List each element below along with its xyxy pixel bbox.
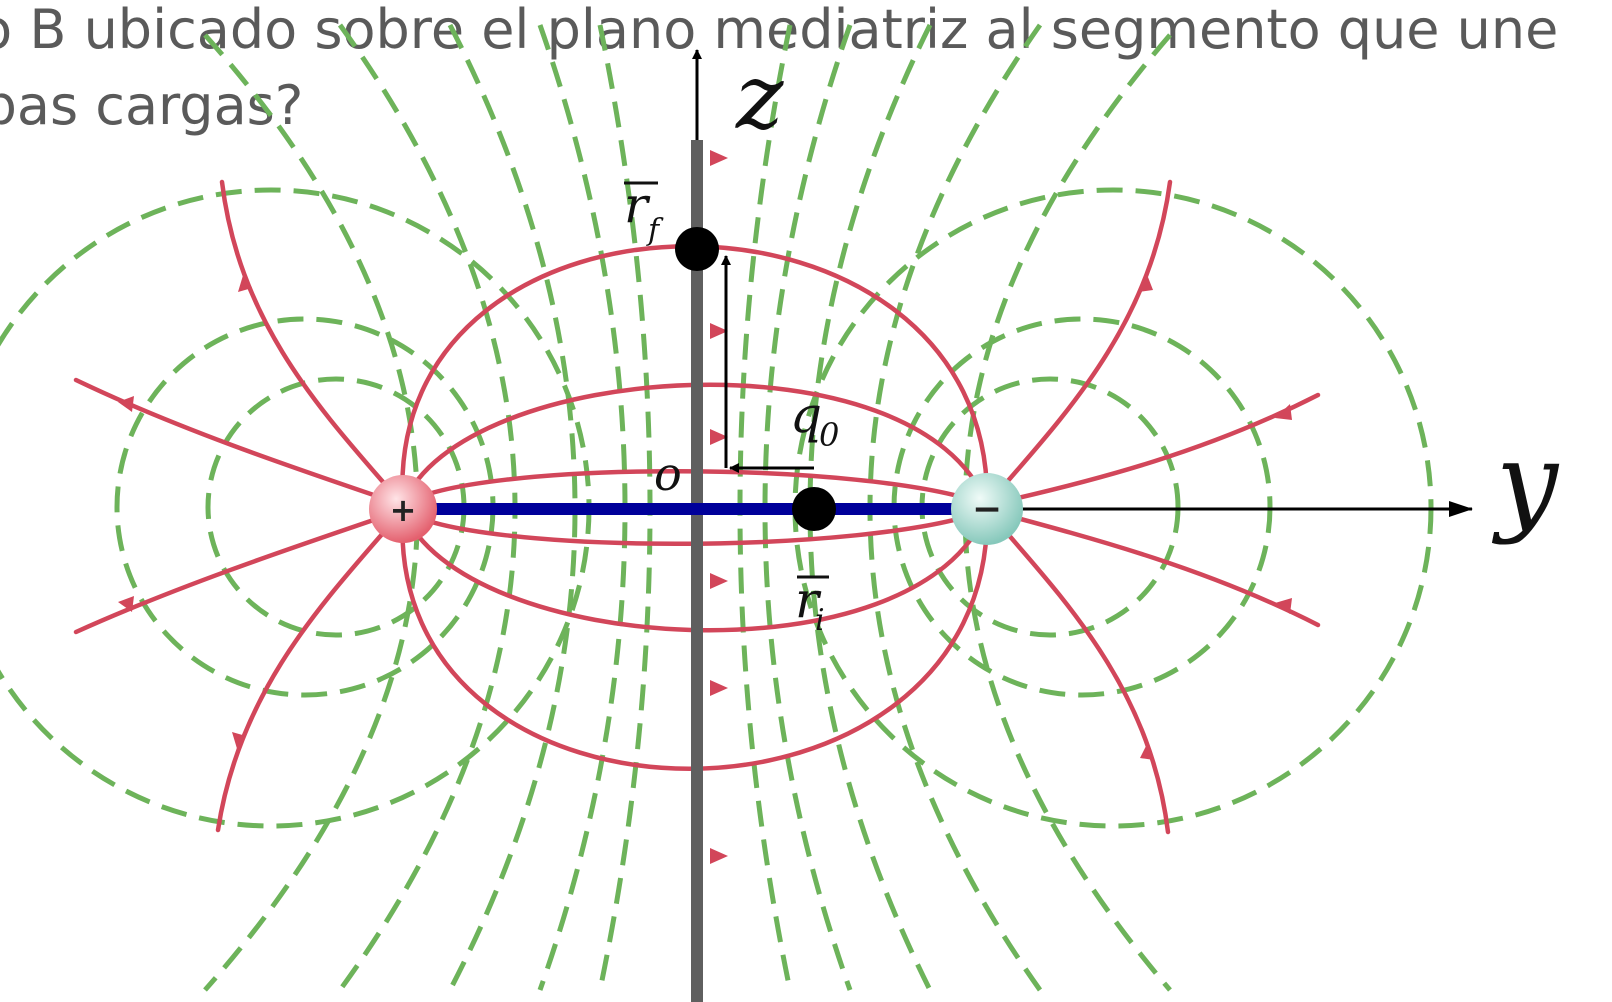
field-line-left-outer-4: [215, 507, 406, 833]
field-arrowhead: [710, 680, 728, 696]
field-line-lower-1: [400, 507, 990, 546]
test-charge-label: q: [790, 386, 822, 444]
final-position-point: [675, 227, 719, 271]
field-line-arrowheads: [118, 150, 1292, 864]
field-arrowhead: [1140, 742, 1154, 760]
field-arrowhead: [118, 596, 134, 612]
r-final-subscript: f: [646, 213, 664, 248]
field-arrowhead: [1138, 272, 1153, 292]
field-arrowhead: [118, 396, 134, 412]
field-arrowhead: [710, 848, 728, 864]
field-line-lower-3: [400, 507, 990, 771]
r-initial-subscript: i: [815, 603, 825, 638]
positive-charge: [369, 475, 437, 543]
negative-sign: −: [972, 489, 1002, 530]
field-line-right-outer-2: [984, 392, 1321, 508]
field-arrowhead: [710, 573, 728, 589]
r-final-label: r: [624, 176, 651, 234]
field-line-right-outer-4: [984, 507, 1171, 835]
field-line-upper-1: [400, 469, 990, 508]
question-text-line-2: mbas cargas?: [0, 74, 304, 137]
field-arrowhead: [710, 323, 728, 339]
equipotential-arc-left-1: [203, 33, 420, 992]
y-axis-label: y: [1491, 418, 1560, 546]
z-axis-label: z: [735, 45, 784, 150]
field-arrowhead: [232, 732, 246, 752]
field-line-right-outer-3: [984, 507, 1321, 628]
initial-position-point: [792, 487, 836, 531]
positive-sign: +: [390, 491, 417, 529]
field-lines: [73, 179, 1321, 835]
question-text-line-1: to B ubicado sobre el plano mediatriz al…: [0, 0, 1559, 61]
field-arrowhead: [238, 272, 252, 292]
field-line-right-outer-1: [984, 179, 1173, 508]
field-arrowhead: [1275, 598, 1292, 614]
negative-charge: [951, 473, 1023, 545]
field-line-left-outer-2: [73, 377, 406, 508]
origin-label: o: [654, 447, 682, 501]
field-line-left-outer-1: [219, 179, 406, 508]
r-initial-label: r: [795, 571, 822, 629]
field-line-left-outer-3: [73, 507, 406, 635]
field-arrowhead: [710, 150, 728, 166]
test-charge-subscript: 0: [819, 416, 839, 454]
field-arrowhead: [1275, 404, 1292, 420]
field-arrowhead: [710, 429, 728, 445]
